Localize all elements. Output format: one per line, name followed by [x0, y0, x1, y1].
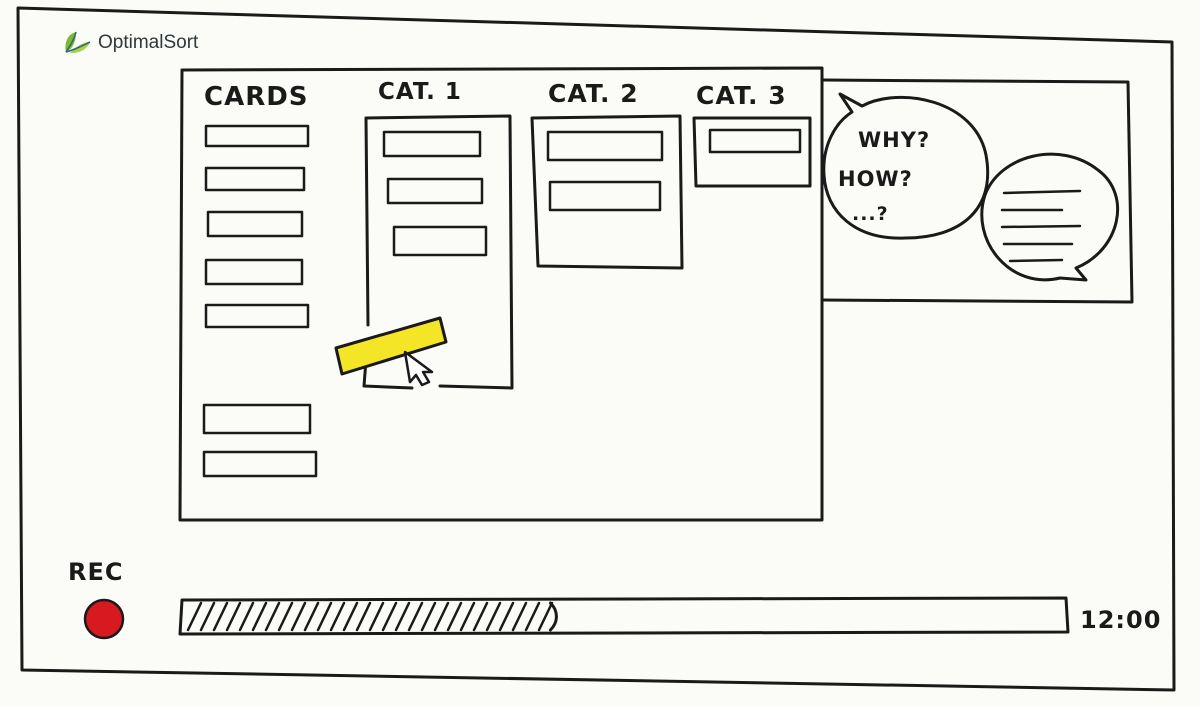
cards-column	[202, 124, 318, 478]
dragged-card[interactable]	[334, 316, 448, 376]
progress-hatch-line	[537, 601, 554, 632]
card[interactable]	[204, 166, 306, 192]
speech-bubble-left	[822, 92, 990, 240]
progress-hatch-line	[251, 601, 268, 632]
speech-bubble-right	[980, 152, 1120, 282]
progress-hatch-line	[446, 601, 463, 632]
progress-hatch-line	[407, 601, 424, 632]
category-1-group	[362, 114, 514, 390]
app-window-frame	[16, 6, 1176, 692]
leaf-icon	[65, 31, 91, 54]
brand-logo: OptimalSort	[62, 30, 198, 56]
progress-hatch-line	[329, 601, 346, 632]
card[interactable]	[204, 303, 310, 329]
video-panel: WHY? HOW? ...?	[820, 78, 1134, 304]
progress-hatch-line	[420, 601, 437, 632]
progress-hatch-line	[199, 601, 216, 632]
category-2-container[interactable]	[530, 114, 684, 270]
card[interactable]	[204, 258, 304, 286]
card[interactable]	[546, 130, 664, 162]
bubble-text-how: HOW?	[838, 167, 913, 191]
progress-hatch-line	[264, 601, 281, 632]
time-readout: 12:00	[1080, 606, 1161, 634]
progress-hatch-line	[342, 601, 359, 632]
bubble-text-ellipsis: ...?	[852, 203, 889, 225]
rec-label: REC	[68, 558, 124, 586]
card[interactable]	[386, 177, 484, 205]
progress-hatch-line	[498, 601, 515, 632]
progress-hatch-line	[238, 601, 255, 632]
progress-hatch-line	[485, 601, 502, 632]
card[interactable]	[206, 210, 304, 238]
progress-hatch-line	[355, 601, 372, 632]
board-frame	[178, 66, 824, 522]
recording-bar: REC 12:00	[68, 558, 1161, 640]
category-1-container-bottom	[362, 358, 414, 390]
progress-track[interactable]	[178, 596, 1070, 636]
card[interactable]	[202, 403, 312, 435]
progress-hatch-line	[225, 601, 242, 632]
card[interactable]	[204, 124, 310, 148]
text-lines-icon	[1000, 189, 1082, 263]
progress-hatch-line	[511, 601, 528, 632]
brand-name: OptimalSort	[98, 32, 199, 53]
progress-fill	[186, 601, 558, 632]
category-1-container[interactable]	[364, 114, 514, 390]
progress-hatch-line	[277, 601, 294, 632]
column-header-cat-3: CAT. 3	[696, 81, 787, 110]
card[interactable]	[382, 130, 482, 158]
category-3-group	[692, 116, 812, 188]
category-2-group	[530, 114, 684, 270]
progress-hatch-line	[472, 601, 489, 632]
column-header-cards: CARDS	[204, 82, 309, 112]
progress-hatch-line	[290, 601, 307, 632]
dragged-card-group	[334, 316, 448, 387]
progress-hatch-line	[186, 601, 203, 632]
progress-hatch-line	[524, 601, 541, 632]
progress-hatch-line	[368, 601, 385, 632]
card[interactable]	[548, 180, 662, 212]
progress-hatch-line	[316, 601, 333, 632]
progress-hatch-line	[459, 601, 476, 632]
column-header-cat-1: CAT. 1	[378, 79, 462, 105]
cursor-arrow-icon	[403, 350, 434, 387]
progress-hatch-line	[394, 601, 411, 632]
card[interactable]	[202, 450, 318, 478]
progress-hatch-line	[303, 601, 320, 632]
progress-hatch-line	[433, 601, 450, 632]
record-indicator-icon[interactable]	[83, 598, 125, 640]
card[interactable]	[392, 225, 488, 257]
category-3-container[interactable]	[692, 116, 812, 188]
progress-hatch-line	[212, 601, 229, 632]
card-sort-board: CARDS CAT. 1 CAT. 2 CAT. 3	[178, 66, 824, 522]
card[interactable]	[708, 128, 802, 154]
progress-hatch-line	[381, 601, 398, 632]
bubble-text-why: WHY?	[858, 128, 930, 152]
video-frame	[820, 78, 1134, 304]
column-header-cat-2: CAT. 2	[548, 79, 639, 108]
progress-fill-edge	[548, 601, 558, 632]
